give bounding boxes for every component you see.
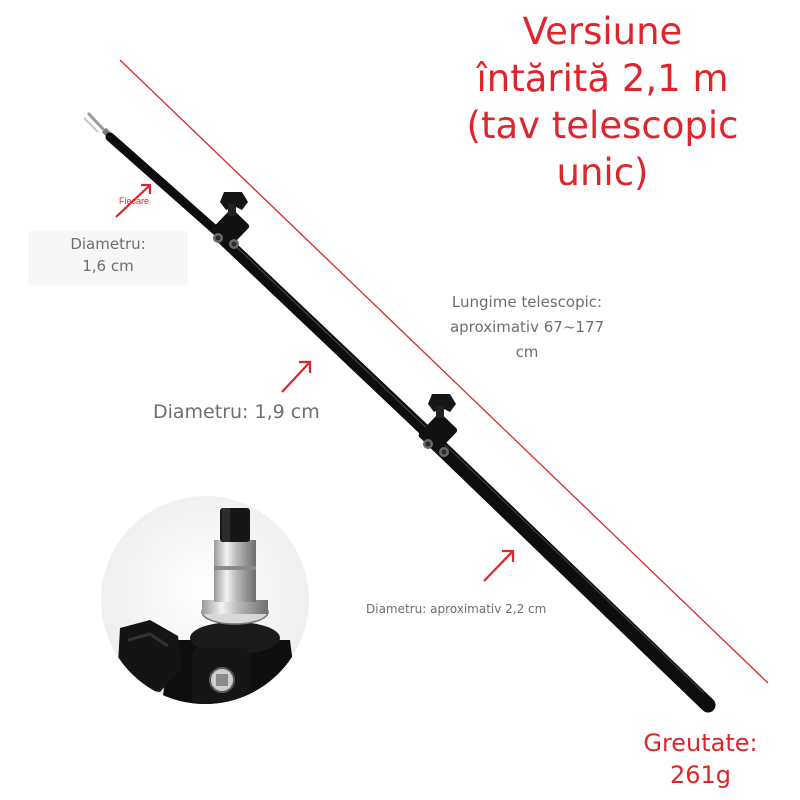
title-line: Versiune	[522, 10, 683, 53]
length-guide-line	[119, 59, 769, 684]
weight-line: Greutate:	[643, 729, 758, 757]
tip-marker-label: Fiecare	[119, 196, 150, 206]
pole-section-middle	[217, 233, 440, 445]
red-arrow-icon	[281, 360, 312, 393]
length-line: cm	[515, 343, 539, 361]
telescopic-length-label: Lungime telescopic: aproximativ 67~177 c…	[432, 290, 622, 365]
weight-label: Greutate: 261g	[628, 727, 773, 791]
weight-value: 261g	[669, 761, 732, 789]
title-line: întărită 2,1 m	[476, 57, 729, 100]
base-diameter-label: Diametru: aproximativ 2,2 cm	[366, 602, 547, 616]
length-line: Lungime telescopic:	[451, 293, 603, 311]
middle-diameter-label: Diametru: 1,9 cm	[153, 401, 320, 423]
spigot-detail-inset	[101, 496, 309, 704]
red-arrow-icon	[483, 549, 515, 582]
product-title: Versiune întărită 2,1 m (tav telescopic …	[440, 8, 765, 196]
tip-diameter-label: Diametru: 1,6 cm	[28, 231, 188, 285]
knob-clamp-icon	[212, 192, 250, 249]
length-line: aproximativ 67~177	[449, 318, 605, 336]
title-line: (tav telescopic	[466, 104, 739, 147]
red-arrow-icon	[115, 183, 152, 218]
tip-diameter-line: Diametru:	[70, 235, 146, 253]
pole-section-top	[105, 132, 227, 241]
title-line: unic)	[556, 151, 649, 194]
pole-section-bottom	[427, 434, 716, 713]
tip-diameter-value: 1,6 cm	[82, 257, 134, 275]
knob-clamp-icon	[418, 394, 458, 457]
